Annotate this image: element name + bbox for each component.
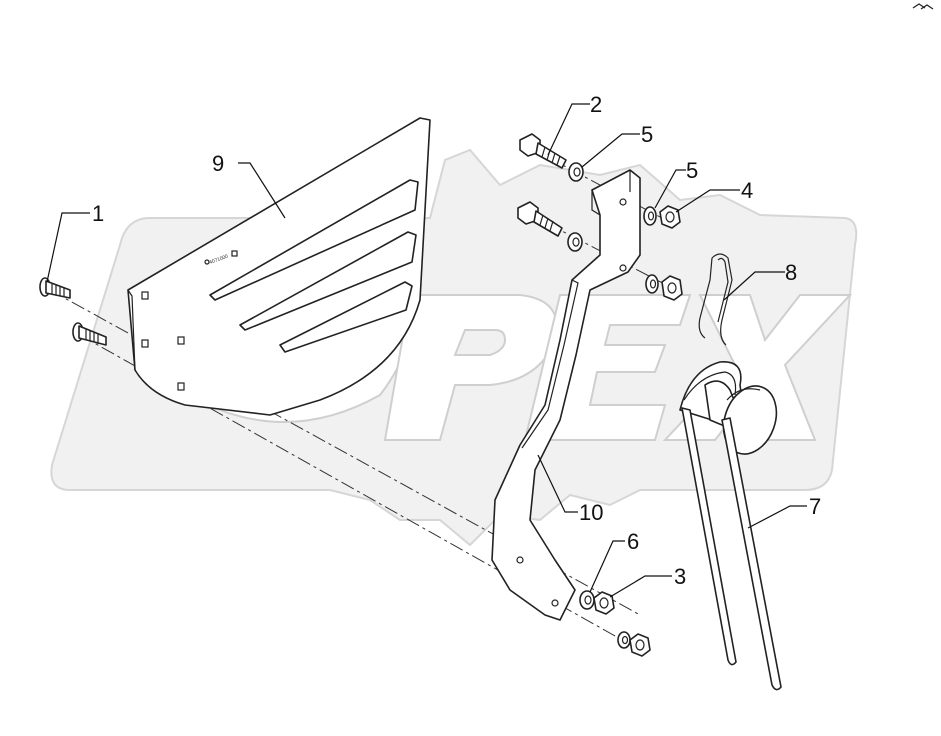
- leader-8: [723, 271, 785, 301]
- callout-10: 10: [579, 500, 603, 525]
- callout-1: 1: [92, 201, 104, 226]
- callout-9: 9: [212, 151, 224, 176]
- leader-7: [747, 505, 807, 529]
- leader-5b: [654, 169, 686, 209]
- part-5-washer: [567, 162, 659, 294]
- leader-4: [675, 189, 740, 213]
- leader-9: [238, 162, 286, 219]
- callout-8: 8: [785, 260, 797, 285]
- callout-5a: 5: [641, 122, 653, 147]
- part-2-bolt: [519, 133, 567, 169]
- part-1-bolt-lower: [72, 322, 107, 346]
- leader-1: [46, 212, 90, 283]
- callout-2: 2: [590, 92, 602, 117]
- part-10-bracket: [491, 169, 641, 621]
- part-7-pin: [679, 361, 782, 691]
- leader-3: [609, 575, 672, 598]
- part-3-nut: [593, 591, 651, 657]
- leader-5a: [581, 133, 640, 168]
- part-1-bolt: [39, 277, 71, 299]
- part-8-spring-clip: [698, 253, 733, 346]
- callout-5b: 5: [686, 158, 698, 183]
- part-9-shield-plate: 4071000: [127, 117, 431, 416]
- part-4-nut: [659, 205, 683, 301]
- leader-lines: [46, 103, 807, 598]
- leader-10: [537, 454, 578, 513]
- corner-mark: [912, 3, 934, 10]
- callout-7: 7: [809, 494, 821, 519]
- callout-labels: 1 2 3 4 5 5 6 7 8 9 10: [92, 92, 821, 589]
- leader-6: [589, 540, 625, 593]
- leader-2: [547, 103, 590, 156]
- callout-6: 6: [627, 529, 639, 554]
- part-2-bolt-lower: [517, 201, 563, 237]
- callout-3: 3: [674, 564, 686, 589]
- callout-4: 4: [741, 178, 753, 203]
